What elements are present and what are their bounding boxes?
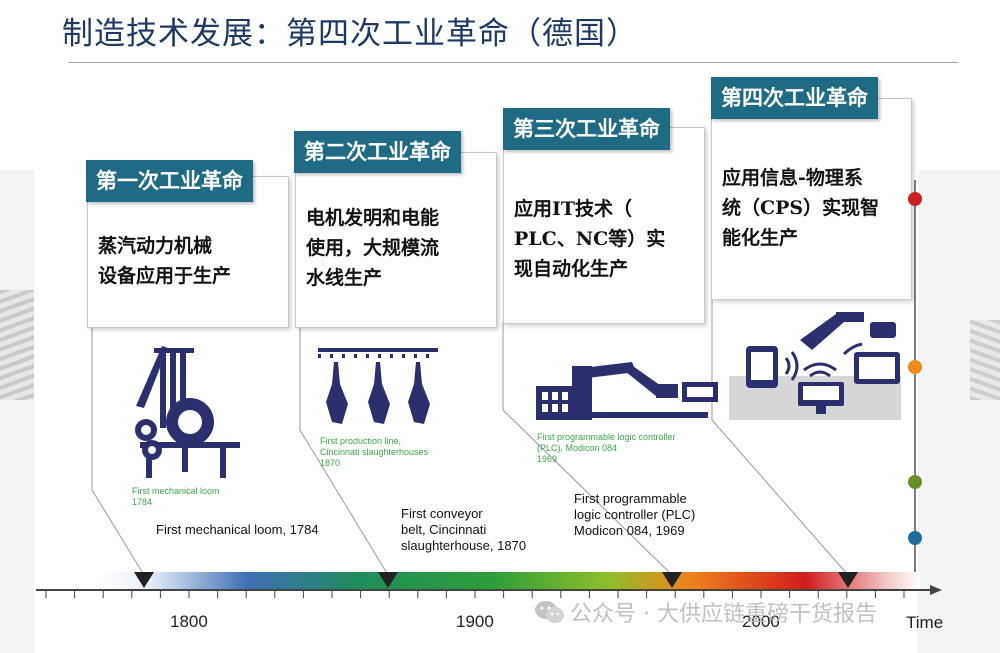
background-decoration-left: [0, 290, 34, 400]
side-dot-blue: [908, 531, 922, 545]
plc-small-caption: First programmable logic controller (PLC…: [537, 432, 676, 465]
callout-line-3: [502, 322, 673, 576]
side-dot-green: [908, 475, 922, 489]
card-body-line: 能化生产: [722, 227, 799, 249]
card-header-second: 第二次工业革命: [294, 131, 461, 173]
timeline-gradient: [100, 572, 920, 590]
timeline-bar: [36, 572, 942, 598]
callout-line-2: [299, 326, 389, 576]
timeline-caption-loom: First mechanical loom, 1784: [156, 522, 319, 537]
production-line-icon: [318, 348, 438, 424]
card-second-revolution: 电机发明和电能 使用，大规模流 水线生产: [295, 152, 497, 328]
background-decoration-right: [970, 320, 1000, 400]
axis-tick-2000: 2000: [742, 612, 780, 631]
caption-line: Modicon 084, 1969: [574, 523, 685, 538]
card-body: 应用IT技术（ PLC、NC等）实 现自动化生产: [514, 194, 665, 284]
card-body-line: 应用IT技术（: [514, 198, 633, 220]
timeline-marker-present: [838, 572, 858, 588]
mechanical-loom-icon: [135, 346, 240, 478]
card-body-line: 电机发明和电能: [306, 207, 440, 229]
card-body-line: 应用信息-物理系: [722, 167, 863, 189]
caption-line: First production line,: [320, 436, 402, 446]
axis-tick-1800: 1800: [170, 612, 208, 631]
cps-devices-icon: [746, 312, 900, 414]
timeline-marker-1870: [378, 572, 398, 588]
timeline-marker-1969: [662, 572, 682, 588]
card-header-fourth: 第四次工业革命: [711, 77, 878, 119]
card-body: 蒸汽动力机械 设备应用于生产: [98, 231, 231, 291]
callout-line-1: [91, 326, 145, 576]
card-body-line: 现自动化生产: [514, 258, 629, 280]
card-body-line: 蒸汽动力机械: [98, 235, 213, 257]
card-header-first: 第一次工业革命: [86, 160, 253, 202]
axis-tick-1900: 1900: [456, 612, 494, 631]
caption-line: First programmable: [574, 491, 687, 506]
card-body-line: 设备应用于生产: [98, 265, 232, 287]
card-body-line: 使用，大规模流: [306, 237, 440, 259]
axis-time-label: Time: [906, 613, 944, 632]
plc-robot-icon: [536, 362, 718, 420]
title-divider: [68, 62, 958, 63]
caption-line: 1784: [132, 497, 153, 507]
timeline-arrowhead: [930, 585, 942, 595]
caption-line: slaughterhouse, 1870: [401, 538, 527, 553]
timeline-caption-conveyor: First conveyor belt, Cincinnati slaughte…: [401, 506, 526, 554]
caption-line: (PLC), Modicon 084: [537, 443, 618, 453]
callout-line-4: [711, 300, 849, 576]
timeline-caption-plc: First programmable logic controller (PLC…: [574, 491, 695, 539]
card-body-line: PLC、NC等）实: [514, 228, 666, 250]
side-dot-orange: [908, 360, 922, 374]
caption-line: 1870: [320, 458, 341, 468]
production-line-small-caption: First production line, Cincinnati slaugh…: [320, 436, 428, 469]
card-fourth-revolution: 应用信息-物理系 统（CPS）实现智 能化生产: [711, 98, 912, 300]
caption-line: 1969: [537, 454, 558, 464]
page-title: 制造技术发展：第四次工业革命（德国）: [62, 16, 638, 52]
card-body-line: 统（CPS）实现智: [722, 197, 880, 219]
timeline-minor-ticks: [45, 590, 905, 598]
timeline-marker-1784: [134, 572, 154, 588]
card-third-revolution: 应用IT技术（ PLC、NC等）实 现自动化生产: [503, 127, 705, 324]
caption-line: First programmable logic controller: [537, 432, 676, 442]
loom-small-caption: First mechanical loom 1784: [132, 486, 220, 508]
caption-line: First conveyor: [401, 506, 483, 521]
card-body-line: 水线生产: [306, 267, 383, 289]
watermark-text: 公众号 · 大供应链重磅干货报告: [570, 602, 877, 627]
caption-line: First mechanical loom: [132, 486, 220, 496]
card-body: 应用信息-物理系 统（CPS）实现智 能化生产: [722, 163, 879, 253]
card-body: 电机发明和电能 使用，大规模流 水线生产: [306, 203, 439, 293]
caption-line: belt, Cincinnati: [401, 522, 487, 537]
caption-line: Cincinnati slaughterhouses: [320, 447, 429, 457]
wechat-icon: [535, 601, 564, 623]
card-header-third: 第三次工业革命: [503, 108, 670, 150]
caption-line: logic controller (PLC): [574, 507, 696, 522]
side-dot-red: [908, 192, 922, 206]
